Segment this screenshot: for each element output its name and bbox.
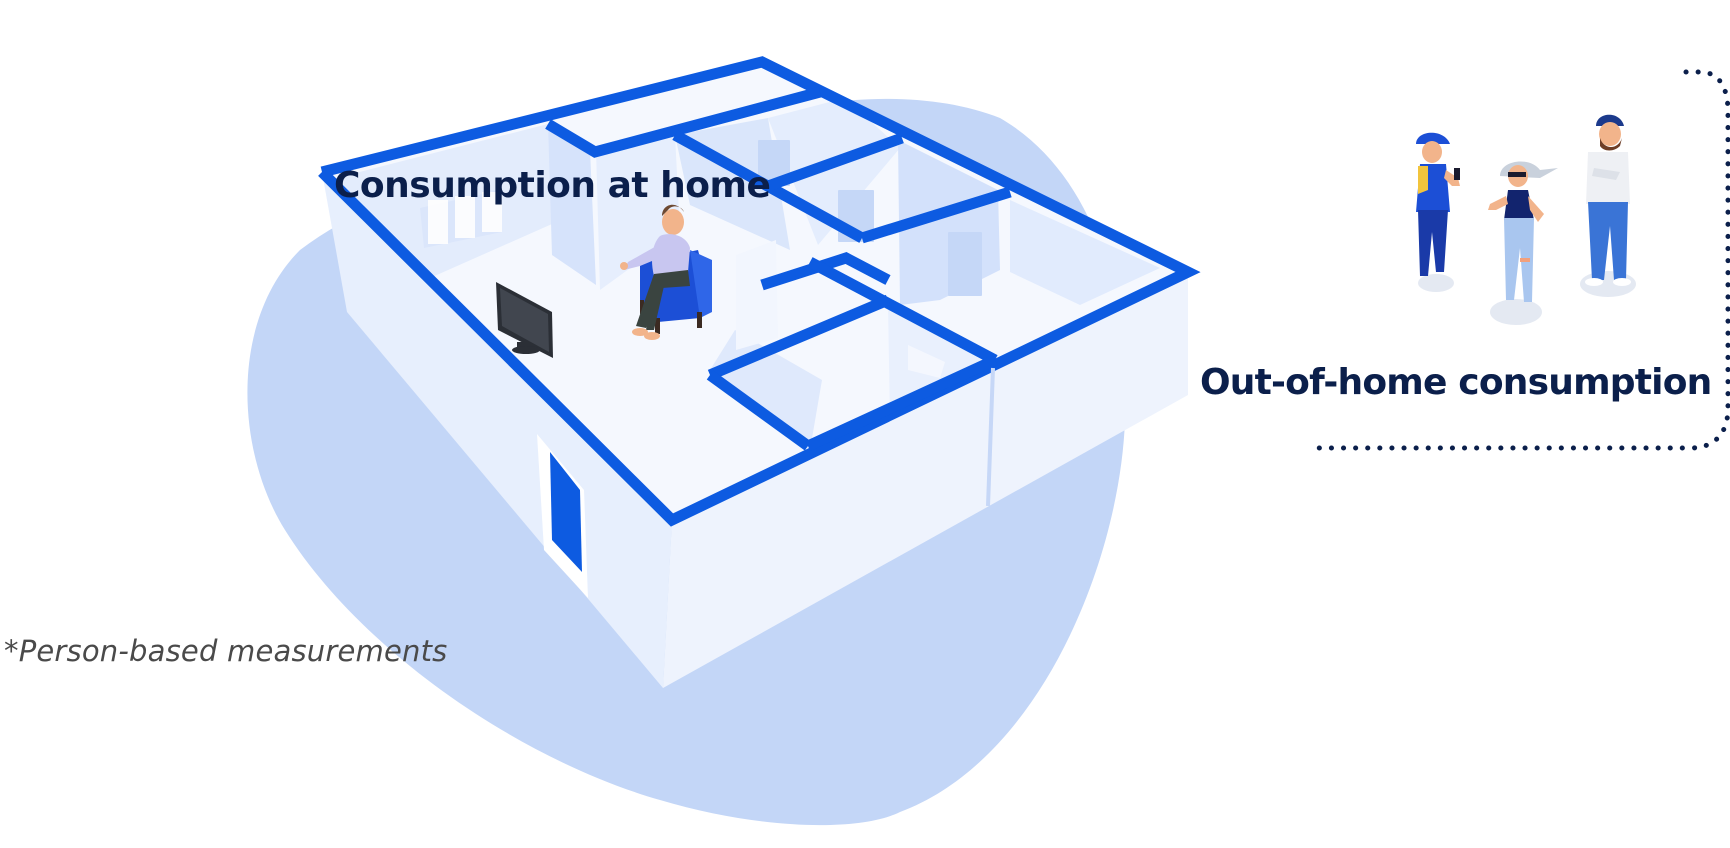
seated-person-illustration [620,204,690,340]
interior-door-3 [948,232,982,296]
dotted-bracket [1315,69,1730,451]
footnote-text: *Person-based measurements [4,634,448,668]
interior-door-1 [758,140,790,186]
tv-icon [496,282,553,358]
house-front-wall [663,272,1188,688]
exterior-door [550,452,582,572]
interior-door-open [736,240,778,350]
interior-wall-back-3 [596,135,680,290]
out-of-home-consumption-label: Out-of-home consumption [1200,362,1712,403]
interior-wall-back-2 [548,124,596,285]
front-wall-seam [986,367,995,507]
wall-tops [318,56,1201,527]
window-panels [428,192,502,244]
interior-wall-back-7 [1010,200,1160,305]
house-cutaway-illustration [318,56,1201,688]
small-room-door [908,345,945,378]
interior-wall-back-5 [768,98,900,245]
three-people-illustration [1416,114,1636,325]
home-consumption-label: Consumption at home [334,165,771,206]
